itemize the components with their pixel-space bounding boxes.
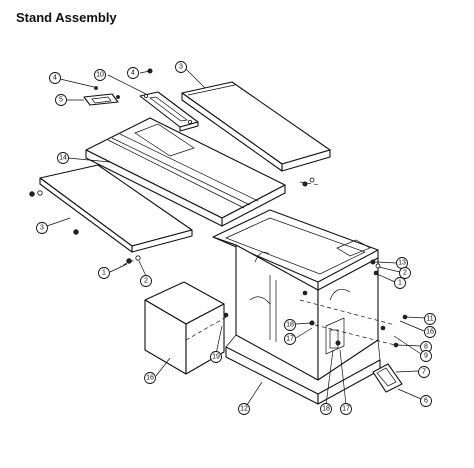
- svg-text:3: 3: [40, 225, 44, 232]
- callout-18-a: 18: [284, 319, 296, 331]
- svg-text:5: 5: [59, 97, 63, 104]
- svg-text:14: 14: [59, 155, 67, 162]
- blade-insert: [83, 86, 120, 106]
- svg-text:8: 8: [424, 344, 428, 351]
- svg-text:17: 17: [342, 406, 350, 413]
- callout-16-a: 16: [424, 326, 436, 338]
- callout-17-a: 17: [284, 333, 296, 345]
- page-title: Stand Assembly: [16, 10, 117, 25]
- svg-text:9: 9: [424, 353, 428, 360]
- svg-text:16: 16: [426, 329, 434, 336]
- svg-text:7: 7: [422, 369, 426, 376]
- svg-text:18: 18: [286, 322, 294, 329]
- svg-text:2: 2: [403, 270, 407, 277]
- svg-text:18: 18: [322, 406, 330, 413]
- svg-text:12: 12: [240, 406, 248, 413]
- callout-16-b: 16: [144, 372, 156, 384]
- callout-2-a: 2: [140, 275, 152, 287]
- svg-text:6: 6: [424, 398, 428, 405]
- wing-extension-right: [181, 81, 331, 172]
- wing-extension-left: [39, 164, 193, 253]
- callout-4-a: 4: [49, 72, 61, 84]
- callout-6: 6: [420, 395, 432, 407]
- callout-17-b: 17: [340, 403, 352, 415]
- svg-text:16: 16: [146, 375, 154, 382]
- svg-text:4: 4: [53, 75, 57, 82]
- callout-18-b: 18: [320, 403, 332, 415]
- callout-11: 11: [424, 313, 436, 325]
- cabinet: [212, 209, 379, 381]
- callout-10-a: 10: [94, 69, 106, 81]
- callout-9: 9: [420, 350, 432, 362]
- callout-1-b: 1: [394, 277, 406, 289]
- callout-13: 13: [396, 257, 408, 269]
- svg-text:3: 3: [179, 64, 183, 71]
- callout-1-a: 1: [98, 267, 110, 279]
- access-door: [372, 363, 403, 393]
- callout-2-b: 2: [399, 267, 411, 279]
- svg-text:11: 11: [426, 316, 433, 323]
- leader-lines: [46, 68, 426, 406]
- svg-text:2: 2: [144, 278, 148, 285]
- svg-text:10: 10: [96, 72, 104, 79]
- callout-3-b: 3: [36, 222, 48, 234]
- callout-14: 14: [57, 152, 69, 164]
- svg-text:17: 17: [286, 336, 294, 343]
- svg-text:4: 4: [131, 70, 135, 77]
- callout-3-a: 3: [175, 61, 187, 73]
- svg-text:1: 1: [102, 270, 106, 277]
- callout-7: 7: [418, 366, 430, 378]
- callout-19: 19: [210, 351, 222, 363]
- table-top: [85, 117, 286, 227]
- throat-plate: [139, 91, 199, 132]
- callout-12: 12: [238, 403, 250, 415]
- svg-text:1: 1: [398, 280, 402, 287]
- callout-5: 5: [55, 94, 67, 106]
- svg-text:19: 19: [212, 354, 220, 361]
- svg-text:13: 13: [398, 260, 406, 267]
- callout-4-b: 4: [127, 67, 139, 79]
